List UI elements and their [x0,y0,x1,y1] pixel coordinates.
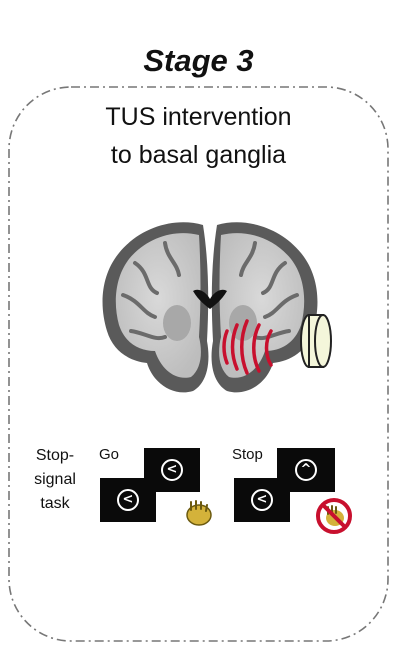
go-screen-fixation: < [100,478,156,522]
stop-arrow-up-icon: ^ [295,459,317,481]
no-press-icon [314,496,354,536]
task-label-line2: signal [25,468,85,492]
task-label-line3: task [25,492,85,516]
stop-screen-fixation: < [234,478,290,522]
intervention-heading-line2: to basal ganglia [0,138,397,172]
hand-press-icon [183,498,215,528]
intervention-heading-line1: TUS intervention [0,100,397,134]
go-arrow-left-icon: < [117,489,139,511]
go-label: Go [99,446,119,463]
ultrasound-transducer [301,315,331,367]
stop-arrow-left-icon: < [251,489,273,511]
go-arrow-left-icon: < [161,459,183,481]
stop-label: Stop [232,446,263,463]
stage-title: Stage 3 [0,43,397,79]
brain-coronal-slice [95,213,340,413]
task-label-line1: Stop- [25,444,85,468]
